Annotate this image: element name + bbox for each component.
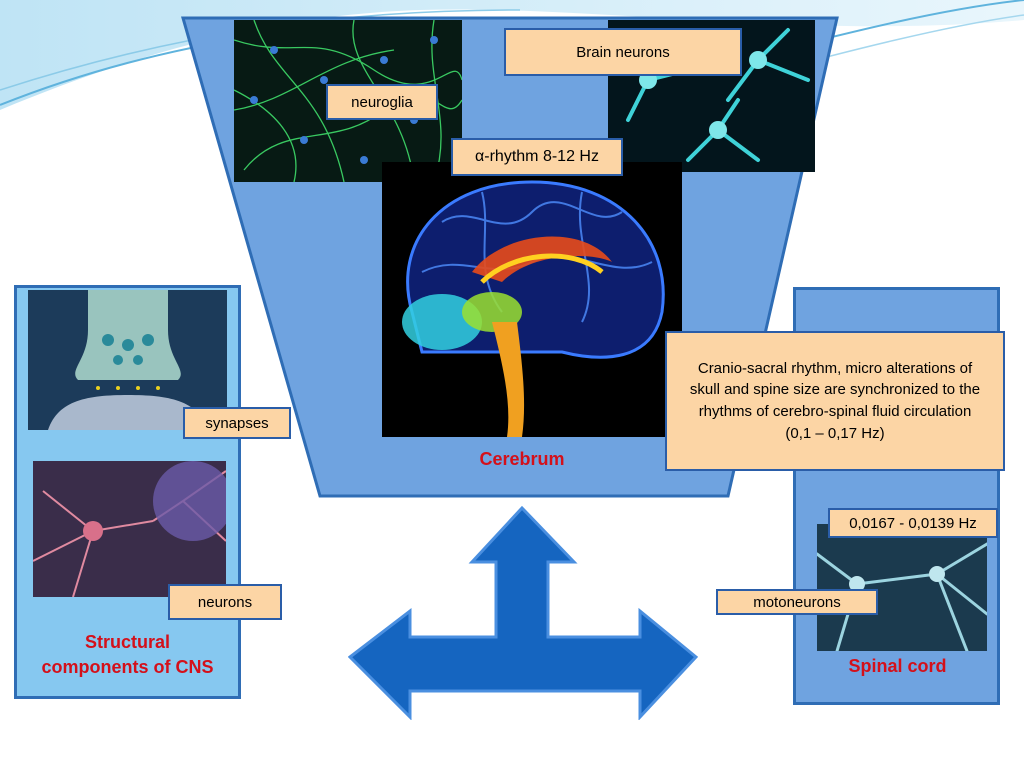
neuroglia-label: neuroglia <box>326 84 438 120</box>
spinal-cord-title: Spinal cord <box>848 656 947 676</box>
craniosacral-rhythm-box: Cranio-sacral rhythm, micro alterations … <box>665 331 1005 471</box>
cerebrum-title: Cerebrum <box>479 449 565 469</box>
structural-components-title: Structural components of CNS <box>20 630 235 680</box>
motoneurons-image <box>817 524 987 651</box>
craniosacral-line3: rhythms of cerebro-spinal fluid circulat… <box>698 403 972 420</box>
craniosacral-line1: Cranio-sacral rhythm, micro alterations … <box>697 359 973 377</box>
neurons-image <box>33 461 226 597</box>
structural-title-line2: components of CNS <box>41 657 214 678</box>
alpha-rhythm-label: α-rhythm 8-12 Hz <box>451 138 623 176</box>
craniosacral-line4: (0,1 – 0,17 Hz) <box>785 424 885 442</box>
motoneurons-label: motoneurons <box>716 589 878 615</box>
structural-title-line1: Structural <box>84 632 171 652</box>
frequency-label: 0,0167 - 0,0139 Hz <box>828 508 998 538</box>
synapses-label: synapses <box>183 407 291 439</box>
brain-image <box>382 162 682 437</box>
craniosacral-line2: skull and spine size are synchronized to… <box>689 381 981 399</box>
brain-neurons-label: Brain neurons <box>504 28 742 76</box>
synapse-image <box>28 290 227 430</box>
three-way-arrow <box>348 505 698 720</box>
neurons-label: neurons <box>168 584 282 620</box>
